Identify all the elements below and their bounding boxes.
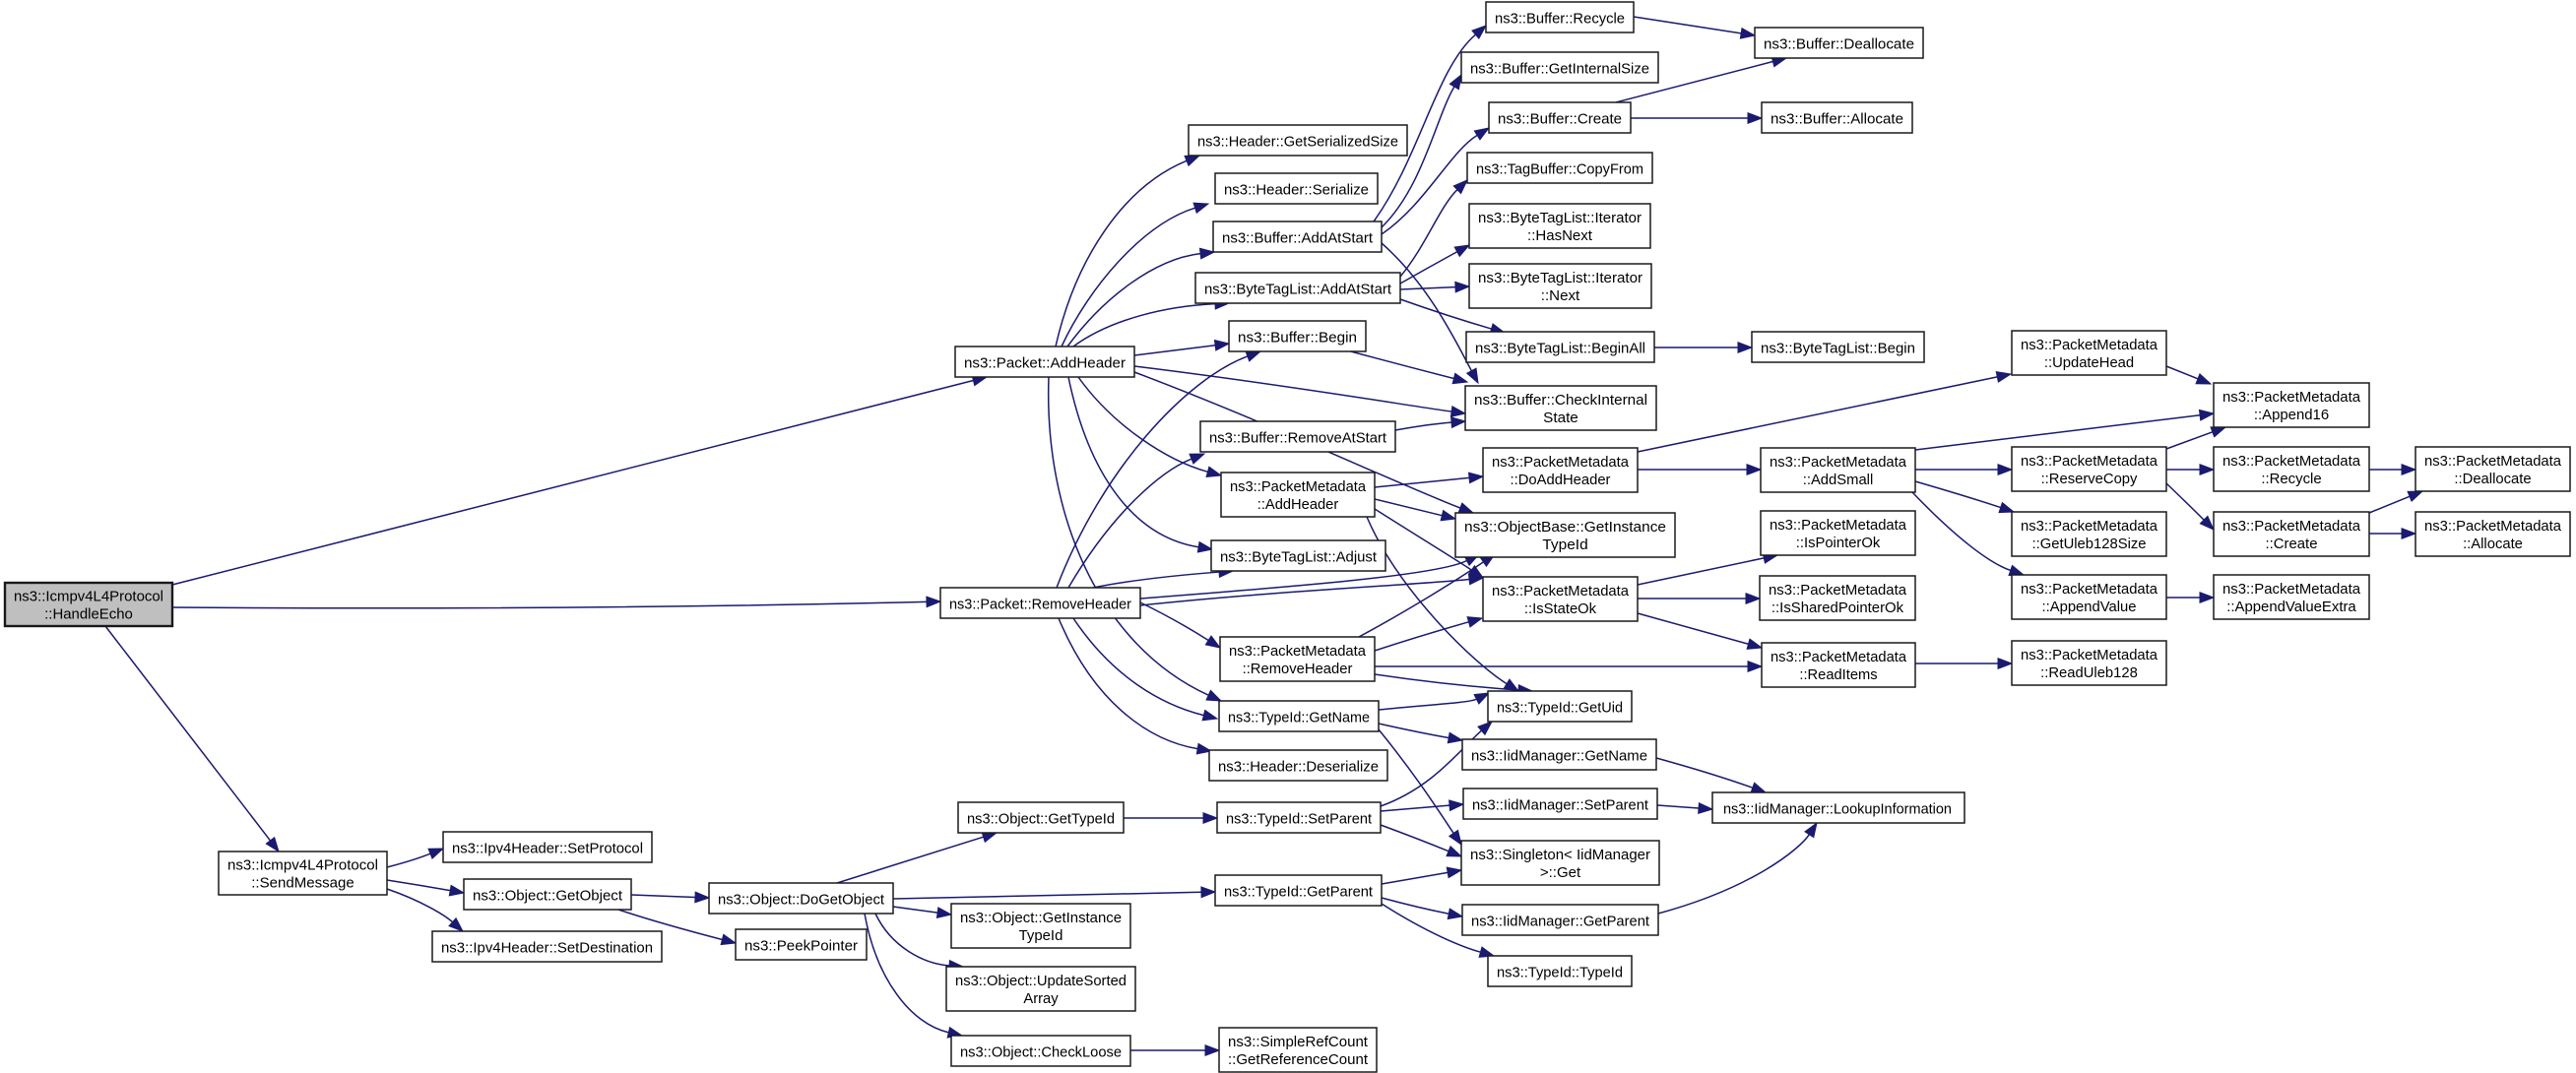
svg-text:::Append16: ::Append16 bbox=[2254, 408, 2329, 423]
svg-text:::HasNext: ::HasNext bbox=[1527, 228, 1592, 244]
svg-text:ns3::Object::DoGetObject: ns3::Object::DoGetObject bbox=[718, 893, 884, 909]
svg-text:::Next: ::Next bbox=[1541, 288, 1579, 304]
svg-text:ns3::Buffer::Deallocate: ns3::Buffer::Deallocate bbox=[1764, 37, 1914, 53]
svg-text:::ReadUleb128: ::ReadUleb128 bbox=[2040, 665, 2138, 681]
svg-text:::SendMessage: ::SendMessage bbox=[251, 875, 354, 891]
svg-text:ns3::ByteTagList::BeginAll: ns3::ByteTagList::BeginAll bbox=[1475, 342, 1645, 357]
svg-text:ns3::TypeId::SetParent: ns3::TypeId::SetParent bbox=[1226, 812, 1372, 828]
svg-text:TypeId: TypeId bbox=[1542, 537, 1587, 553]
svg-text:ns3::PacketMetadata: ns3::PacketMetadata bbox=[1770, 518, 1907, 534]
svg-text:ns3::ByteTagList::Adjust: ns3::ByteTagList::Adjust bbox=[1220, 550, 1377, 566]
svg-text:::GetReferenceCount: ::GetReferenceCount bbox=[1228, 1052, 1368, 1068]
svg-text:::GetUleb128Size: ::GetUleb128Size bbox=[2032, 536, 2147, 552]
svg-text:ns3::Packet::RemoveHeader: ns3::Packet::RemoveHeader bbox=[949, 598, 1131, 613]
svg-text:::RemoveHeader: ::RemoveHeader bbox=[1243, 662, 1353, 677]
svg-text:ns3::Packet::AddHeader: ns3::Packet::AddHeader bbox=[964, 356, 1126, 372]
svg-text:ns3::PacketMetadata: ns3::PacketMetadata bbox=[2021, 454, 2158, 470]
svg-text:ns3::PacketMetadata: ns3::PacketMetadata bbox=[2021, 519, 2158, 535]
svg-text:ns3::SimpleRefCount: ns3::SimpleRefCount bbox=[1228, 1035, 1368, 1050]
svg-text:ns3::PacketMetadata: ns3::PacketMetadata bbox=[2424, 519, 2562, 535]
svg-text:ns3::Icmpv4L4Protocol: ns3::Icmpv4L4Protocol bbox=[14, 590, 163, 605]
svg-text:ns3::PacketMetadata: ns3::PacketMetadata bbox=[2222, 454, 2361, 470]
svg-text:>::Get: >::Get bbox=[1540, 865, 1580, 881]
svg-text:ns3::TagBuffer::CopyFrom: ns3::TagBuffer::CopyFrom bbox=[1476, 162, 1643, 178]
svg-text:ns3::PacketMetadata: ns3::PacketMetadata bbox=[2222, 390, 2361, 406]
svg-text:ns3::Buffer::AddAtStart: ns3::Buffer::AddAtStart bbox=[1222, 231, 1373, 247]
svg-text:ns3::Ipv4Header::SetDestinatio: ns3::Ipv4Header::SetDestination bbox=[441, 941, 653, 957]
svg-text:::Deallocate: ::Deallocate bbox=[2454, 472, 2531, 487]
svg-text:ns3::PacketMetadata: ns3::PacketMetadata bbox=[1492, 455, 1630, 471]
svg-text:ns3::PacketMetadata: ns3::PacketMetadata bbox=[2021, 338, 2158, 353]
svg-text:ns3::Buffer::Allocate: ns3::Buffer::Allocate bbox=[1771, 112, 1903, 128]
svg-text:ns3::ByteTagList::Iterator: ns3::ByteTagList::Iterator bbox=[1478, 271, 1642, 286]
svg-text:ns3::Singleton< IidManager: ns3::Singleton< IidManager bbox=[1470, 848, 1650, 863]
svg-text:ns3::Buffer::Begin: ns3::Buffer::Begin bbox=[1238, 331, 1357, 347]
svg-text:ns3::Object::UpdateSorted: ns3::Object::UpdateSorted bbox=[955, 974, 1127, 989]
svg-text:ns3::IidManager::LookupInforma: ns3::IidManager::LookupInformation bbox=[1723, 802, 1952, 818]
svg-text:::Create: ::Create bbox=[2265, 536, 2317, 552]
svg-text:TypeId: TypeId bbox=[1019, 928, 1063, 944]
svg-text:ns3::IidManager::GetName: ns3::IidManager::GetName bbox=[1471, 749, 1647, 765]
svg-text:ns3::PacketMetadata: ns3::PacketMetadata bbox=[2222, 519, 2361, 535]
svg-text:ns3::Buffer::CheckInternal: ns3::Buffer::CheckInternal bbox=[1474, 393, 1647, 409]
svg-text:State: State bbox=[1543, 410, 1578, 426]
svg-text:ns3::ByteTagList::Iterator: ns3::ByteTagList::Iterator bbox=[1478, 211, 1642, 226]
svg-text:ns3::PacketMetadata: ns3::PacketMetadata bbox=[1771, 650, 1907, 665]
svg-text:::HandleEcho: ::HandleEcho bbox=[44, 606, 133, 622]
svg-text:ns3::PacketMetadata: ns3::PacketMetadata bbox=[1770, 455, 1907, 471]
svg-text:ns3::PacketMetadata: ns3::PacketMetadata bbox=[2021, 648, 2158, 663]
svg-text:ns3::TypeId::GetUid: ns3::TypeId::GetUid bbox=[1497, 701, 1623, 717]
svg-text:ns3::PacketMetadata: ns3::PacketMetadata bbox=[1230, 479, 1367, 495]
svg-text:ns3::ByteTagList::AddAtStart: ns3::ByteTagList::AddAtStart bbox=[1204, 283, 1391, 298]
svg-text:ns3::PacketMetadata: ns3::PacketMetadata bbox=[1492, 584, 1630, 600]
svg-text:::Allocate: ::Allocate bbox=[2463, 536, 2523, 552]
svg-text:::AddSmall: ::AddSmall bbox=[1803, 473, 1874, 488]
svg-text:ns3::Object::GetTypeId: ns3::Object::GetTypeId bbox=[967, 812, 1115, 828]
svg-text:ns3::Object::GetObject: ns3::Object::GetObject bbox=[473, 889, 622, 905]
svg-text:ns3::TypeId::GetName: ns3::TypeId::GetName bbox=[1228, 711, 1370, 726]
svg-text:ns3::PacketMetadata: ns3::PacketMetadata bbox=[1769, 583, 1907, 599]
svg-text:ns3::Header::GetSerializedSize: ns3::Header::GetSerializedSize bbox=[1197, 135, 1398, 151]
svg-text:ns3::PeekPointer: ns3::PeekPointer bbox=[744, 939, 858, 955]
svg-text:::UpdateHead: ::UpdateHead bbox=[2044, 355, 2134, 371]
svg-text:ns3::Buffer::RemoveAtStart: ns3::Buffer::RemoveAtStart bbox=[1209, 431, 1386, 447]
svg-text:ns3::PacketMetadata: ns3::PacketMetadata bbox=[2424, 454, 2562, 470]
svg-text:ns3::Buffer::Create: ns3::Buffer::Create bbox=[1498, 112, 1622, 128]
svg-text:ns3::Icmpv4L4Protocol: ns3::Icmpv4L4Protocol bbox=[227, 858, 378, 874]
svg-text:::IsSharedPointerOk: ::IsSharedPointerOk bbox=[1771, 600, 1904, 616]
svg-text:ns3::PacketMetadata: ns3::PacketMetadata bbox=[2222, 582, 2361, 598]
svg-text:ns3::IidManager::SetParent: ns3::IidManager::SetParent bbox=[1472, 798, 1648, 814]
svg-text:::DoAddHeader: ::DoAddHeader bbox=[1511, 473, 1611, 488]
svg-text:ns3::Object::CheckLoose: ns3::Object::CheckLoose bbox=[960, 1045, 1122, 1061]
svg-text:ns3::Ipv4Header::SetProtocol: ns3::Ipv4Header::SetProtocol bbox=[452, 842, 643, 857]
svg-text:Array: Array bbox=[1023, 991, 1059, 1007]
svg-text:::IsStateOk: ::IsStateOk bbox=[1524, 601, 1597, 617]
svg-text:ns3::Object::GetInstance: ns3::Object::GetInstance bbox=[960, 911, 1122, 926]
svg-text:ns3::Header::Serialize: ns3::Header::Serialize bbox=[1224, 183, 1369, 199]
svg-text:ns3::IidManager::GetParent: ns3::IidManager::GetParent bbox=[1471, 915, 1649, 930]
svg-text:::AppendValue: ::AppendValue bbox=[2042, 600, 2137, 615]
svg-text:ns3::TypeId::TypeId: ns3::TypeId::TypeId bbox=[1497, 966, 1623, 981]
svg-text:::Recycle: ::Recycle bbox=[2261, 472, 2321, 487]
svg-text:::IsPointerOk: ::IsPointerOk bbox=[1796, 536, 1881, 551]
svg-text:::ReadItems: ::ReadItems bbox=[1799, 667, 1877, 683]
svg-text:ns3::Header::Deserialize: ns3::Header::Deserialize bbox=[1218, 760, 1379, 776]
svg-text:::AppendValueExtra: ::AppendValueExtra bbox=[2226, 600, 2356, 615]
svg-text:ns3::TypeId::GetParent: ns3::TypeId::GetParent bbox=[1224, 885, 1373, 901]
svg-text:::AddHeader: ::AddHeader bbox=[1257, 497, 1339, 513]
svg-text:ns3::ByteTagList::Begin: ns3::ByteTagList::Begin bbox=[1761, 342, 1915, 357]
svg-text:ns3::PacketMetadata: ns3::PacketMetadata bbox=[1229, 644, 1367, 660]
svg-text:ns3::PacketMetadata: ns3::PacketMetadata bbox=[2021, 582, 2158, 598]
svg-text:ns3::Buffer::GetInternalSize: ns3::Buffer::GetInternalSize bbox=[1470, 62, 1649, 78]
svg-text:ns3::ObjectBase::GetInstance: ns3::ObjectBase::GetInstance bbox=[1464, 520, 1666, 536]
svg-text:::ReserveCopy: ::ReserveCopy bbox=[2041, 472, 2139, 487]
svg-text:ns3::Buffer::Recycle: ns3::Buffer::Recycle bbox=[1495, 12, 1625, 28]
